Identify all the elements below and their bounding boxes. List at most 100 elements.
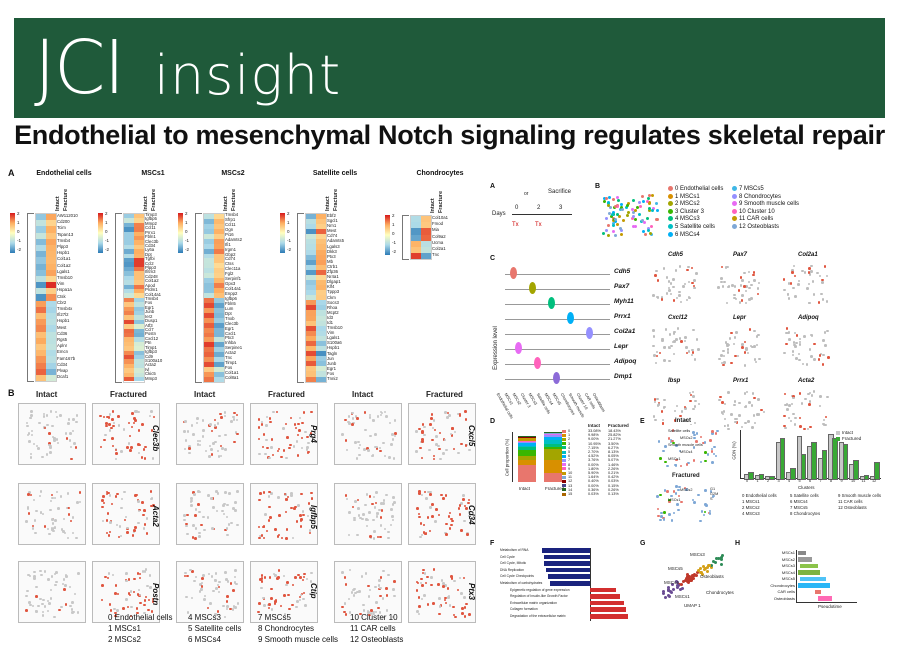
cell-dot: [53, 439, 56, 442]
cell-dot: [348, 611, 352, 614]
cell-dot: [223, 414, 227, 418]
cell-dot: [704, 489, 707, 492]
cell-dot: [717, 557, 721, 561]
heatmap-cell: [316, 366, 326, 372]
cell-dot: [362, 603, 365, 607]
cluster-legend-item: 12 Osteoblasts: [732, 224, 779, 232]
cell-dot: [278, 514, 281, 517]
cell-dot: [752, 271, 756, 274]
cell-dot: [136, 593, 140, 596]
cell-dot: [671, 429, 675, 432]
cell-dot: [416, 610, 419, 613]
cell-dot: [652, 335, 656, 338]
cell-dot: [207, 572, 211, 576]
cell-dot: [665, 292, 669, 295]
gene-name: Irgm1: [225, 246, 236, 252]
heatmap-cell: [306, 300, 316, 306]
cell-dot: [791, 353, 795, 357]
heatmap-cell: [306, 361, 316, 367]
heatmap-cell: [134, 258, 144, 263]
heatmap-cell: [204, 283, 214, 289]
cell-dot: [267, 495, 271, 498]
cell-dot: [193, 579, 196, 583]
cell-dot: [657, 440, 660, 443]
cell-dot: [200, 585, 204, 588]
cell-dot: [211, 527, 214, 530]
cell-dot: [817, 301, 821, 304]
cell-dot: [679, 414, 682, 418]
legend-text: 10 Cluster 10: [739, 208, 775, 215]
heatmap-cell: [124, 236, 134, 241]
cell-dot: [792, 396, 795, 400]
cell-dot: [794, 295, 797, 298]
cell-dot: [291, 603, 294, 607]
cell-dot: [418, 490, 421, 493]
scale-tick: -2: [185, 247, 190, 252]
gene-name: Cd248: [145, 273, 158, 279]
cell-dot: [787, 331, 790, 335]
cell-dot: [610, 214, 614, 218]
heatmap-cell: [214, 362, 224, 368]
cell-dot: [354, 441, 357, 444]
cell-dot: [437, 513, 441, 517]
cell-dot: [727, 285, 731, 288]
cell-dot: [259, 492, 262, 495]
cell-dot: [656, 279, 660, 282]
cell-dot: [722, 410, 726, 413]
table-cell: 0.40%: [588, 479, 599, 484]
cell-dot: [784, 426, 787, 430]
heatmap-cell: [46, 356, 56, 363]
cell-dot: [799, 425, 802, 428]
gene-name: Egr1: [145, 304, 155, 310]
cell-dot: [668, 289, 671, 292]
cell-dot: [37, 447, 40, 450]
table-cell: 8.13%: [608, 450, 619, 454]
cell-dot: [706, 453, 710, 456]
cell-dot: [194, 537, 197, 540]
cell-dot: [309, 432, 313, 435]
scale-tick: -2: [392, 249, 397, 254]
heatmap-title: Satellite cells: [312, 170, 358, 177]
heatmap-cell: [134, 363, 144, 369]
heatmap-cell: [214, 288, 224, 293]
column-label: Fracture: [438, 190, 444, 213]
cell-dot: [602, 232, 606, 236]
violin-shape: [567, 312, 574, 324]
column-header: Intact: [194, 390, 216, 399]
gene-name: Sfrp1: [225, 216, 236, 222]
cell-dot: [820, 292, 823, 296]
cell-dot: [722, 354, 726, 358]
cell-dot: [443, 598, 447, 602]
cell-dot: [685, 351, 689, 355]
cell-dot: [358, 590, 361, 593]
gene-name: Mb: [327, 258, 333, 264]
cell-dot: [344, 418, 347, 422]
cell-dot: [448, 604, 452, 607]
cell-dot: [378, 446, 382, 450]
cell-dot: [297, 573, 300, 577]
cell-dot: [59, 495, 63, 498]
cell-dot: [435, 508, 438, 511]
scale-tick: 2: [287, 211, 290, 216]
cell-dot: [653, 398, 657, 401]
heatmap-cell: [316, 376, 326, 382]
cell-dot: [452, 613, 456, 617]
cell-dot: [41, 602, 44, 606]
proportion-bar-segment: [544, 437, 562, 441]
cell-dot: [377, 584, 381, 587]
cell-dot: [55, 438, 59, 441]
cell-dot: [465, 507, 468, 510]
cell-dot: [71, 429, 75, 433]
cell-dot: [451, 427, 454, 430]
cell-dot: [362, 609, 366, 612]
cell-dot: [435, 435, 438, 438]
cell-dot: [697, 493, 700, 497]
cell-dot: [261, 445, 265, 449]
cell-dot: [695, 432, 699, 435]
cell-dot: [129, 590, 133, 593]
heatmap-cell: [134, 359, 144, 364]
pseudotime-box: [798, 550, 806, 555]
cell-dot: [810, 264, 813, 268]
sub-title: Intact: [675, 418, 692, 424]
heatmap-cell: [134, 355, 144, 360]
